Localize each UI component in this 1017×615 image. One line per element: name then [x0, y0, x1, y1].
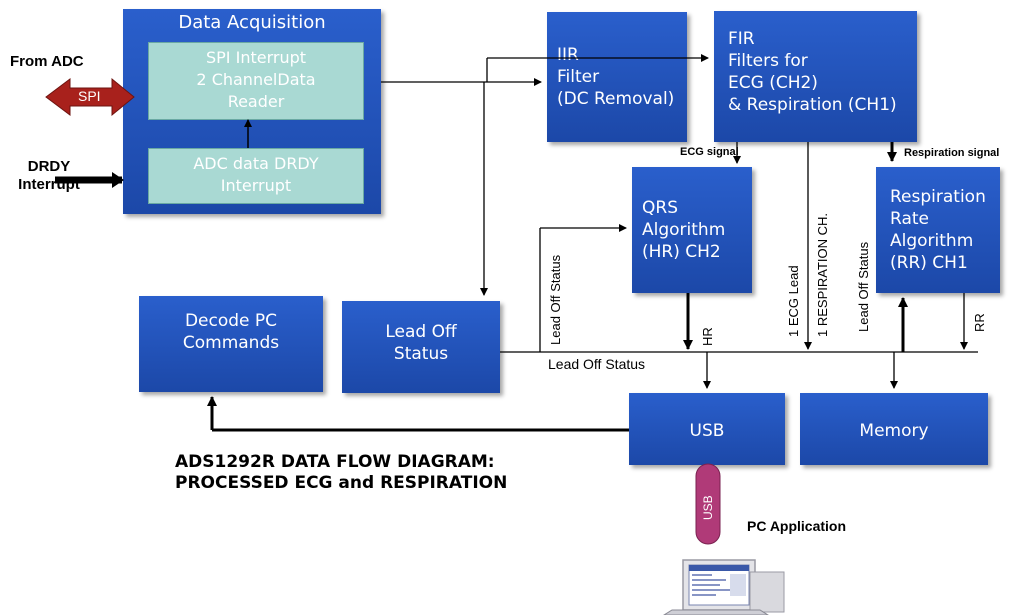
memory-text: Memory — [859, 421, 929, 441]
from-adc-label: From ADC — [10, 53, 84, 70]
fir-filters-text: FIR Filters for ECG (CH2) & Respiration … — [728, 29, 897, 115]
spi-double-arrow — [45, 77, 135, 117]
lead-off-status-bus-label: Lead Off Status — [548, 356, 646, 372]
usb-connector-shape — [695, 463, 721, 545]
lead-off-status-text: Lead Off Status — [385, 322, 457, 364]
usb-block — [629, 393, 785, 465]
diagram-title-line1: ADS1292R DATA FLOW DIAGRAM: — [175, 452, 495, 472]
iir-filter-block — [547, 12, 687, 142]
adc-drdy-text: ADC data DRDY Interrupt — [193, 154, 319, 195]
lead-off-status-vertical-1: Lead Off Status — [548, 254, 563, 345]
rr-label: RR — [972, 313, 987, 332]
memory-block — [800, 393, 988, 465]
usb-text: USB — [689, 421, 725, 441]
diagram-title-line2: PROCESSED ECG and RESPIRATION — [175, 473, 508, 493]
lead-off-status-vertical-2: Lead Off Status — [856, 241, 871, 332]
fir-filters-block — [714, 11, 917, 142]
qrs-algorithm-text: QRS Algorithm (HR) CH2 — [642, 198, 726, 262]
spi-arrow-label: SPI — [78, 88, 101, 104]
drdy-interrupt-label: DRDY Interrupt — [18, 158, 80, 193]
spi-reader-text: SPI Interrupt 2 ChannelData Reader — [196, 48, 316, 111]
decode-pc-block — [139, 296, 323, 392]
lead-off-status-block — [342, 301, 500, 393]
hr-label: HR — [700, 327, 715, 346]
decode-pc-text: Decode PC Commands — [182, 311, 280, 353]
respiration-rate-block — [876, 167, 1000, 293]
drdy-arrow-head — [112, 172, 124, 188]
one-ecg-lead-label: 1 ECG Lead — [786, 265, 801, 337]
spi-reader-box: SPI Interrupt 2 ChannelData Reader — [148, 42, 364, 120]
computer-icon — [663, 559, 785, 615]
one-resp-ch-label: 1 RESPIRATION CH. — [815, 212, 830, 337]
usb-connector-label: USB — [701, 495, 715, 520]
iir-filter-text: IIR Filter (DC Removal) — [557, 45, 675, 109]
respiration-rate-text: Respiration Rate Algorithm (RR) CH1 — [890, 187, 986, 273]
respiration-signal-label: Respiration signal — [904, 147, 1000, 159]
pc-application-label: PC Application — [747, 518, 847, 534]
qrs-algorithm-block — [632, 167, 752, 293]
data-acquisition-title: Data Acquisition — [178, 12, 326, 33]
ecg-signal-label: ECG signal — [680, 146, 739, 158]
adc-drdy-box: ADC data DRDY Interrupt — [148, 148, 364, 204]
